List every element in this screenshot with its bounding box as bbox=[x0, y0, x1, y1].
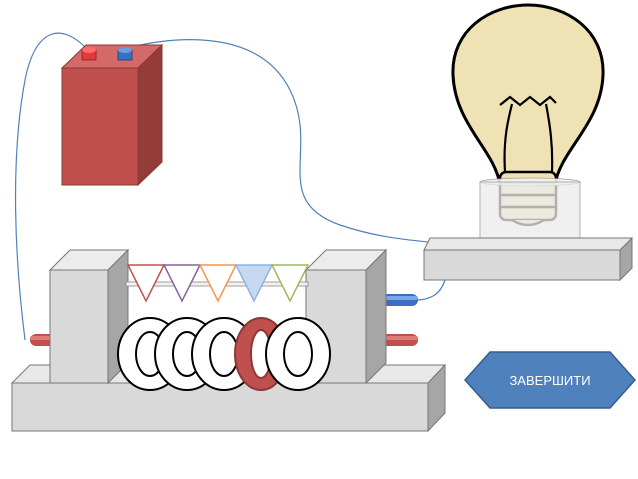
ring[interactable] bbox=[265, 317, 331, 391]
finish-button-label: ЗАВЕРШИТИ bbox=[509, 373, 590, 388]
right-blue-rod bbox=[382, 294, 418, 306]
finish-button-shape bbox=[463, 351, 637, 409]
battery-side bbox=[137, 43, 163, 187]
flags bbox=[126, 264, 310, 303]
flag-pennant bbox=[162, 264, 202, 303]
rings bbox=[117, 317, 331, 391]
finish-button[interactable]: ЗАВЕРШИТИ bbox=[463, 351, 637, 409]
light-bulb[interactable] bbox=[451, 3, 605, 243]
flag-pennant bbox=[234, 264, 274, 303]
battery[interactable] bbox=[60, 43, 164, 187]
wire-battery-to-left-rod bbox=[14, 32, 89, 341]
bulb-socket bbox=[479, 177, 581, 243]
battery-terminal-positive bbox=[81, 47, 97, 61]
left-pillar bbox=[48, 248, 130, 385]
battery-front bbox=[61, 67, 139, 186]
wire-battery-to-bulb bbox=[126, 39, 446, 246]
flag-pennant bbox=[198, 264, 238, 303]
flag-pennant bbox=[270, 264, 310, 303]
bulb-glass bbox=[451, 3, 605, 187]
wires bbox=[14, 32, 446, 341]
bulb-filament bbox=[499, 95, 557, 173]
wire-bulb-stand-to-right-rod bbox=[414, 279, 446, 301]
right-red-rod bbox=[382, 334, 418, 346]
battery-terminal-negative bbox=[117, 47, 133, 61]
flag-pennant bbox=[126, 264, 166, 303]
bulb-stand bbox=[423, 236, 633, 282]
